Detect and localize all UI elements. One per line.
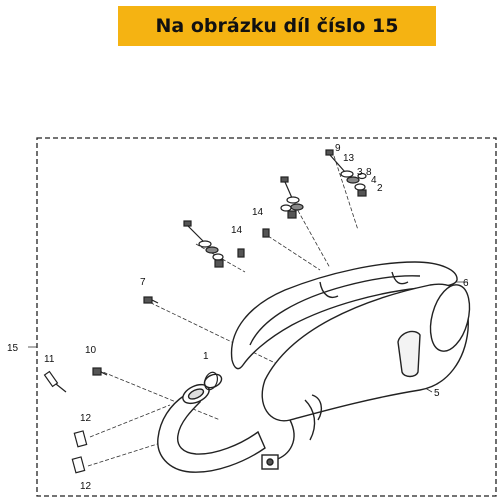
leader-lines	[28, 155, 468, 467]
muffler-body	[261, 283, 471, 470]
label-14a: 14	[252, 207, 264, 218]
label-2: 2	[377, 183, 383, 194]
heat-shield	[230, 261, 458, 370]
banner-text: Na obrázku díl číslo 15	[155, 15, 399, 37]
label-8: 8	[366, 167, 372, 178]
label-3: 3	[357, 167, 363, 178]
label-12b: 12	[80, 481, 92, 492]
label-9: 9	[335, 143, 341, 154]
label-13: 13	[343, 153, 355, 164]
part-labels: 9 13 3 8 4 2 14 14 6 7 1 10 11 5 15 12 1…	[7, 143, 469, 492]
label-12a: 12	[80, 413, 92, 424]
label-4: 4	[371, 175, 377, 186]
label-7: 7	[140, 277, 146, 288]
label-11: 11	[44, 354, 55, 365]
small-parts	[43, 296, 219, 474]
mounting-hardware	[183, 149, 367, 268]
title-banner: Na obrázku díl číslo 15	[118, 6, 436, 46]
label-1: 1	[203, 351, 209, 362]
label-15: 15	[7, 343, 19, 354]
label-10: 10	[85, 345, 97, 356]
label-5: 5	[434, 388, 440, 399]
label-14b: 14	[231, 225, 243, 236]
label-6: 6	[463, 278, 469, 289]
exhaust-pipe	[157, 373, 266, 473]
